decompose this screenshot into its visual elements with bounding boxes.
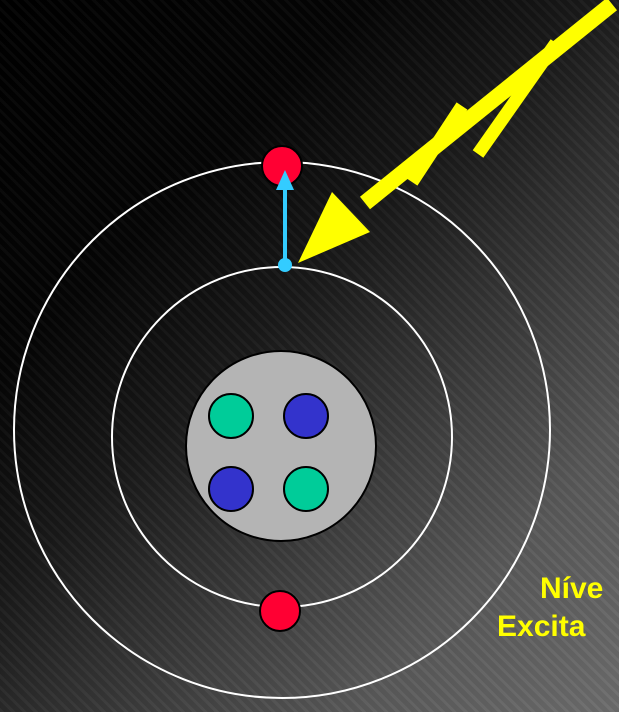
level-label-line-1: Níve	[540, 570, 619, 608]
excitation-arrow-icon	[276, 170, 294, 272]
proton-top-right	[284, 394, 328, 438]
level-label-line-2: Excita	[497, 608, 619, 646]
ground-electron	[260, 591, 300, 631]
neutron-bottom-right	[284, 467, 328, 511]
proton-bottom-left	[209, 467, 253, 511]
nucleus	[186, 351, 376, 541]
neutron-top-left	[209, 394, 253, 438]
